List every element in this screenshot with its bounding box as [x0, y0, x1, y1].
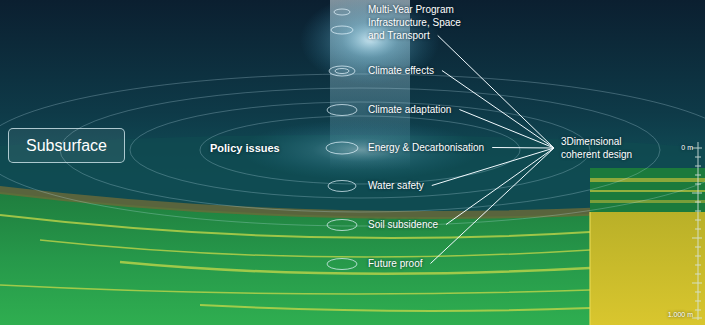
leader-line [442, 71, 554, 149]
policy-item: Climate adaptation [368, 103, 451, 116]
leader-line [432, 148, 554, 186]
design-label: 3Dimensional coherent design [561, 135, 647, 161]
policy-item: Future proof [368, 257, 422, 270]
leader-line [438, 36, 554, 149]
leader-line [446, 148, 554, 225]
policy-item: Soil subsidence [368, 218, 438, 231]
policy-item: Multi-Year Program Infrastructure, Space… [368, 3, 480, 42]
section-heading: Policy issues [210, 141, 280, 155]
leader-line [430, 148, 554, 264]
policy-item: Energy & Decarbonisation [368, 141, 484, 154]
scale-value: 0 m [681, 143, 693, 153]
leader-line [492, 147, 554, 149]
box-title: Subsurface [26, 136, 107, 156]
policy-item: Water safety [368, 179, 424, 192]
scale-value: 1.000 m [668, 310, 693, 320]
subsurface-box: Subsurface [8, 128, 125, 163]
policy-item: Climate effects [368, 64, 434, 77]
